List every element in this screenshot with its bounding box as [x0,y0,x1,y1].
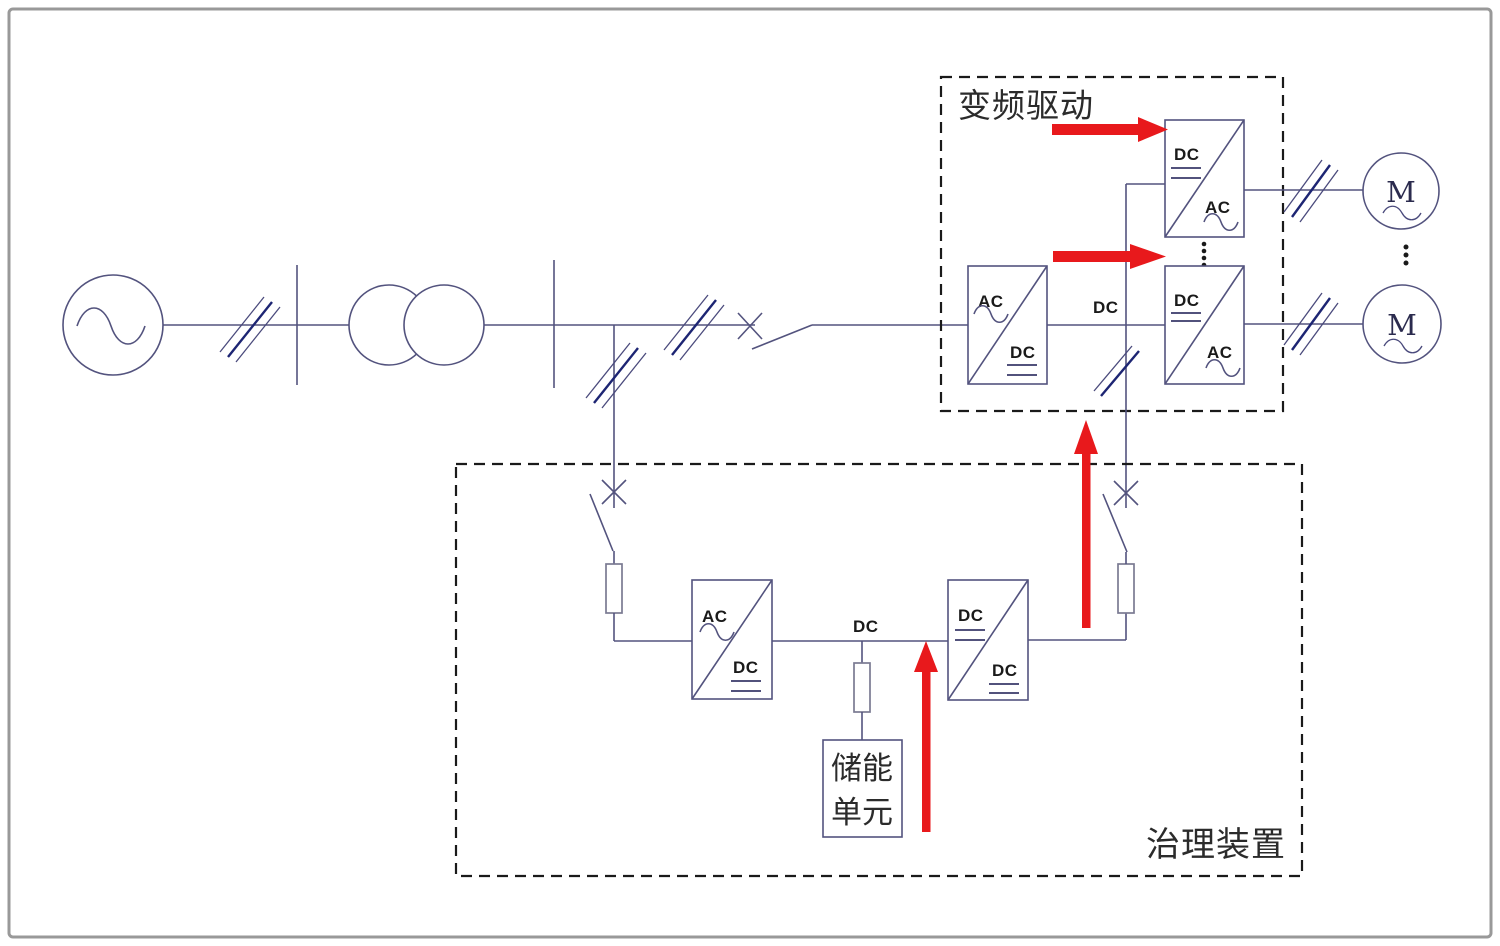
motor-feeders-group: M M [1244,152,1442,364]
ellipsis-dots-icon [1201,241,1207,268]
converter-diagonal [947,579,1029,701]
sine-icon [1203,212,1239,232]
converter-out-label: DC [1010,343,1036,362]
converter-out-label: AC [1205,198,1231,217]
gov-rectifier-block: AC DC [691,579,773,700]
flow-arrow-up-icon [1074,420,1098,628]
tap-to-governance-group [585,325,692,642]
flow-arrow-right-icon [1052,117,1168,142]
phase-slash-icon [219,296,281,363]
converter-diagonal [691,579,773,700]
vfd-box-group: 变频驱动 AC DC DC DC AC [939,75,1285,508]
ac-source-sine-icon [76,307,146,345]
storage-branch-group: 储能 单元 [822,641,903,838]
phase-slash-icon [1283,292,1339,356]
motor-sine-icon [1383,338,1423,354]
vfd-dashed-border [939,75,1285,413]
converter-diagonal [967,265,1048,385]
converter-in-label: DC [958,606,984,625]
storage-label-line1: 储能 [831,751,893,786]
storage-label-line2: 单元 [831,795,893,830]
motor-sine-icon [1382,205,1422,221]
fuse-icon [853,662,871,713]
vfd-dc-bus-label: DC [1093,298,1119,317]
breaker-x-icon [601,479,627,505]
grid-source-group [62,260,755,388]
converter-in-label: AC [702,607,728,626]
converter-diagonal [1164,119,1245,238]
sine-icon [1205,358,1241,378]
phase-slash-icon [663,294,725,361]
vfd-inverter1-block: DC AC [1164,119,1245,238]
converter-in-label: DC [1174,145,1200,164]
sine-icon [699,622,735,642]
motor2-label: M [1387,308,1417,342]
fuse-icon [1117,563,1135,614]
disconnect-switch-blade-icon [589,493,614,552]
motor-icon [1362,284,1442,364]
vfd-rectifier-block: AC DC [967,265,1048,385]
phase-slash-icon [1093,345,1140,397]
breaker-x-icon [737,312,763,340]
sine-icon [973,304,1009,324]
phase-slash-icon [585,342,647,409]
vfd-inverter2-block: DC AC [1164,265,1245,385]
gov-output-branch [1028,480,1139,641]
converter-out-label: AC [1207,343,1233,362]
fuse-icon [605,563,623,614]
breaker-x-icon [1113,480,1139,506]
converter-diagonal [1164,265,1245,385]
vfd-title: 变频驱动 [958,88,1094,125]
motor-icon [1362,152,1440,230]
flow-arrows-group [914,117,1168,832]
converter-in-label: AC [978,292,1004,311]
governance-dashed-border [454,462,1304,878]
converter-in-label: DC [1174,291,1200,310]
ellipsis-dots-icon [1403,244,1409,266]
flow-arrow-up-icon [914,641,938,832]
flow-arrow-right-icon [1053,244,1166,269]
governance-box-group: 治理装置 AC DC DC 储能 单元 DC [454,462,1304,878]
disconnect-switch-blade-icon [751,324,813,350]
transformer-icon [403,284,485,366]
gov-dcdc-block: DC DC [947,579,1029,701]
converter-out-label: DC [733,658,759,677]
storage-unit-box [822,739,903,838]
phase-slash-icon [1283,159,1339,223]
governance-title: 治理装置 [1146,826,1286,864]
gov-dc-bus-label: DC [853,617,879,636]
disconnect-switch-blade-icon [1102,493,1128,553]
main-breaker-group [663,294,968,361]
outer-frame [7,7,1493,939]
motor1-label: M [1386,175,1416,209]
converter-out-label: DC [992,661,1018,680]
